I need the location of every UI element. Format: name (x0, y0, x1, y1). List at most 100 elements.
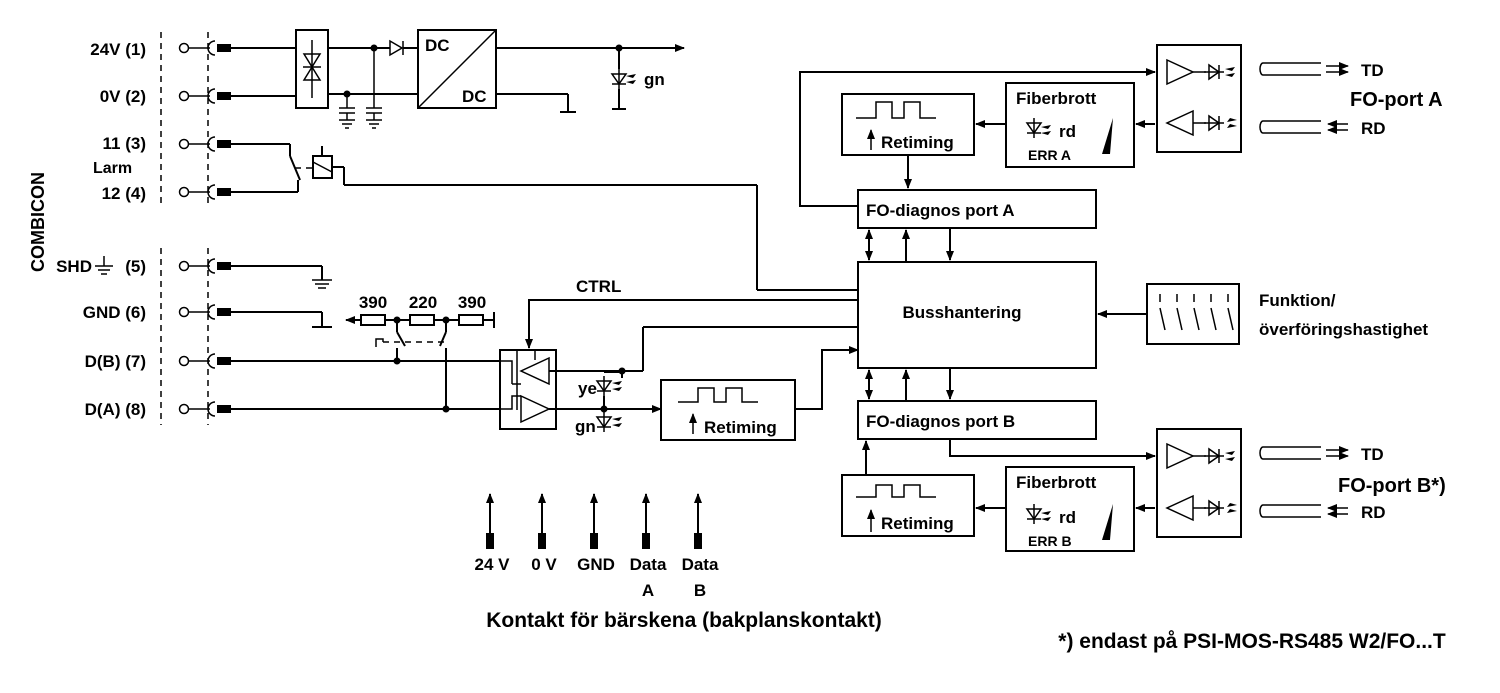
gn-led-label: gn (575, 417, 596, 436)
fiber-td-b (1259, 446, 1349, 460)
dc-input-label: DC (425, 36, 450, 55)
termination-network: 390 220 390 (345, 293, 495, 409)
backplane-pin-0v-label: 0 V (531, 555, 557, 574)
funktion-label-2: överföringshastighet (1259, 320, 1428, 339)
power-supply: DC DC gn (231, 29, 685, 129)
retiming-b-label: Retiming (881, 514, 954, 533)
fo-transceiver-a-box (1156, 44, 1242, 153)
resistor-1-icon (360, 314, 386, 326)
err-b-label: ERR B (1028, 533, 1072, 549)
bus-management-section: Busshantering FO-diagnos port A FO-diagn… (857, 189, 1428, 440)
power-led-label: gn (644, 70, 665, 89)
funktion-label-1: Funktion/ (1259, 291, 1336, 310)
rs485-transceiver: CTRL ye gn (231, 277, 858, 436)
fo-diagnos-a-label: FO-diagnos port A (866, 201, 1015, 220)
terminal-5-number: (5) (125, 257, 146, 276)
terminal-4: 12 (4) (102, 184, 232, 203)
terminal-1-label: 24V (1) (90, 40, 146, 59)
rd-a-label: RD (1361, 119, 1386, 138)
td-a-label: TD (1361, 61, 1384, 80)
dc-output-label: DC (462, 87, 487, 106)
gn-led-rays-icon (612, 417, 622, 427)
rs485-retiming-label: Retiming (704, 418, 777, 437)
terminal-6: GND (6) (83, 303, 232, 322)
alarm-relay (231, 143, 858, 291)
backplane-pin-24v-label: 24 V (475, 555, 511, 574)
resistor-3-icon (458, 314, 484, 326)
backplane-pin-data-a: Data A (630, 493, 667, 600)
fiber-td-a (1259, 62, 1349, 76)
fo-diagnos-b-label: FO-diagnos port B (866, 412, 1015, 431)
resistor-2-icon (409, 314, 435, 326)
terminal-8: D(A) (8) (85, 400, 232, 419)
terminal-5: SHD (5) (56, 256, 232, 276)
shield-ground-icon (95, 256, 113, 275)
backplane-caption: Kontakt för bärskena (bakplanskontakt) (486, 609, 882, 632)
td-b-label: TD (1361, 445, 1384, 464)
signal-strength-b-icon (1102, 504, 1113, 540)
fo-diagnos-a-box (857, 189, 1097, 229)
busshantering-label: Busshantering (902, 303, 1021, 322)
ye-led-label: ye (578, 379, 597, 398)
ye-led-rays-icon (612, 381, 622, 391)
shield-ground-wiring (231, 265, 332, 328)
fo-port-b-title: FO-port B*) (1338, 475, 1446, 497)
power-led-rays-icon (626, 74, 636, 84)
fiberbrott-a-rd-label: rd (1059, 122, 1076, 141)
terminal-5-label: SHD (56, 257, 92, 276)
retiming-a-label: Retiming (881, 133, 954, 152)
larm-label: Larm (93, 160, 132, 177)
rd-b-label: RD (1361, 503, 1386, 522)
terminal-6-label: GND (6) (83, 303, 146, 322)
backplane-pin-gnd: GND (577, 493, 615, 574)
terminal-8-label: D(A) (8) (85, 400, 146, 419)
combicon-label: COMBICON (28, 172, 48, 272)
resistor-3-label: 390 (458, 293, 486, 312)
backplane-pin-data-a-sub: A (642, 581, 654, 600)
capacitor-2-icon (339, 94, 355, 129)
fiberbrott-a-box (1005, 82, 1135, 168)
fiberbrott-b-rd-label: rd (1059, 508, 1076, 527)
terminal-3-label: 11 (3) (103, 134, 146, 153)
backplane-pin-data-a-label: Data (630, 555, 667, 574)
ctrl-label: CTRL (576, 277, 621, 296)
terminal-4-label: 12 (4) (102, 184, 146, 203)
backplane-connector: 24 V 0 V GND Data A Data B Kontakt för b… (475, 493, 882, 632)
terminal-1: 24V (1) (90, 40, 232, 59)
busshantering-box (857, 261, 1097, 369)
terminal-7: D(B) (7) (85, 352, 232, 371)
backplane-pin-data-b: Data B (682, 493, 719, 600)
backplane-pin-0v: 0 V (531, 493, 557, 574)
rs485-retiming-block: Retiming (660, 346, 859, 441)
fiberbrott-b-label: Fiberbrott (1016, 473, 1097, 492)
backplane-pin-24v: 24 V (475, 493, 511, 574)
resistor-1-label: 390 (359, 293, 387, 312)
fiber-rd-a (1259, 120, 1348, 134)
fo-port-b-section: Retiming Fiberbrott rd ERR B TD RD (841, 428, 1446, 552)
gn-led-icon (596, 411, 612, 433)
fiberbrott-a-label: Fiberbrott (1016, 89, 1097, 108)
terminal-2-label: 0V (2) (100, 87, 146, 106)
terminal-7-label: D(B) (7) (85, 352, 146, 371)
fiber-rd-b (1259, 504, 1348, 518)
backplane-pin-data-b-label: Data (682, 555, 719, 574)
fo-port-a-section: Retiming Fiberbrott rd ERR A TD RD (799, 44, 1443, 207)
diode-icon (389, 39, 404, 57)
err-a-label: ERR A (1028, 147, 1071, 163)
fo-diagnos-b-box (857, 400, 1097, 440)
ye-led-icon (596, 375, 612, 397)
terminal-2: 0V (2) (100, 87, 232, 106)
power-led-icon (611, 68, 627, 90)
footnote: *) endast på PSI-MOS-RS485 W2/FO...T (1058, 630, 1446, 653)
driver-triangle-icon (520, 394, 551, 424)
tvs-diode-icon (302, 40, 322, 98)
backplane-pin-data-b-sub: B (694, 581, 706, 600)
terminal-block: COMBICON (28, 32, 209, 425)
resistor-2-label: 220 (409, 293, 437, 312)
signal-strength-a-icon (1102, 118, 1113, 154)
fo-port-a-title: FO-port A (1350, 89, 1443, 111)
terminal-3: 11 (3) (103, 134, 232, 153)
capacitor-1-icon (366, 48, 382, 129)
backplane-pin-gnd-label: GND (577, 555, 615, 574)
